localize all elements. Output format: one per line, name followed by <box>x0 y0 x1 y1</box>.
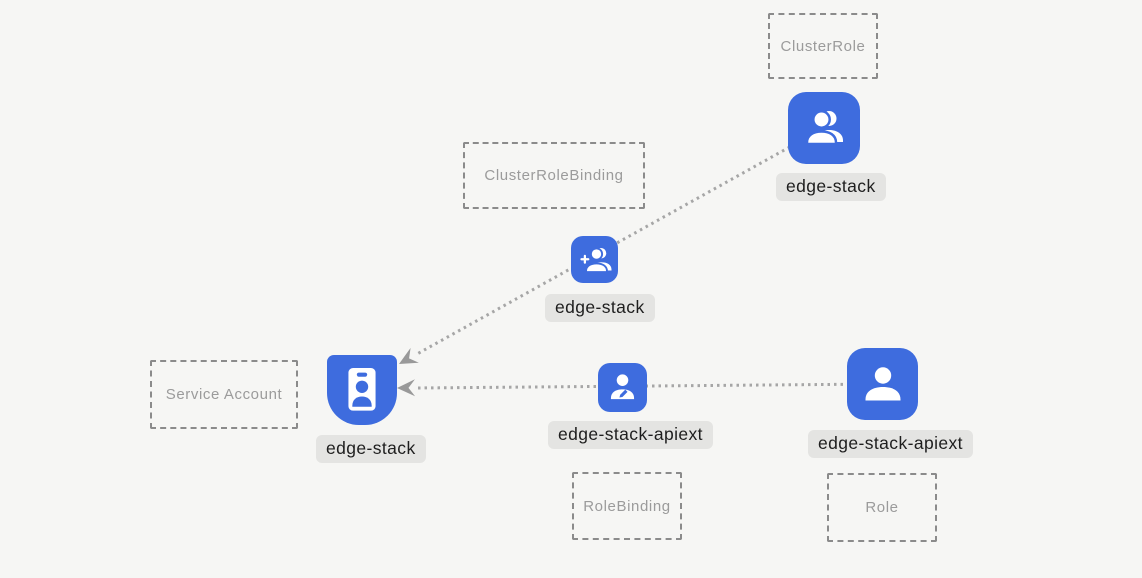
clusterrolebinding-name: edge-stack <box>555 297 645 317</box>
role-kind-box: Role <box>827 473 937 542</box>
clusterrole-name-pill: edge-stack <box>776 173 886 201</box>
rolebinding-name-pill: edge-stack-apiext <box>548 421 713 449</box>
user-plus-icon <box>579 246 611 273</box>
role-kind-label: Role <box>865 499 899 516</box>
user-icon <box>865 367 900 401</box>
connector-role-to-serviceaccount <box>416 382 883 390</box>
role-node <box>847 348 918 420</box>
clusterrolebinding-name-pill: edge-stack <box>545 294 655 322</box>
serviceaccount-node <box>327 355 397 425</box>
rolebinding-kind-box: RoleBinding <box>572 472 682 540</box>
serviceaccount-name-pill: edge-stack <box>316 435 426 463</box>
clusterrole-name: edge-stack <box>786 176 876 196</box>
arrowhead-diagonal <box>399 347 419 364</box>
users-icon <box>805 110 843 146</box>
rolebinding-kind-label: RoleBinding <box>583 497 671 515</box>
clusterrolebinding-node <box>571 236 618 283</box>
clusterrole-kind-label: ClusterRole <box>780 37 866 55</box>
arrowhead-horizontal <box>397 379 416 397</box>
role-name: edge-stack-apiext <box>818 433 963 453</box>
serviceaccount-kind-label: Service Account <box>165 386 283 403</box>
serviceaccount-name: edge-stack <box>326 438 416 458</box>
id-badge-icon <box>348 368 376 411</box>
rolebinding-name: edge-stack-apiext <box>558 424 703 444</box>
clusterrole-node <box>788 92 860 164</box>
clusterrolebinding-kind-box: ClusterRoleBinding <box>463 142 645 209</box>
serviceaccount-kind-box: Service Account <box>150 360 298 429</box>
clusterrolebinding-kind-label: ClusterRoleBinding <box>484 167 624 184</box>
role-name-pill: edge-stack-apiext <box>808 430 973 458</box>
user-edit-icon <box>610 374 635 400</box>
clusterrole-kind-box: ClusterRole <box>768 13 878 79</box>
rolebinding-node <box>598 363 647 412</box>
